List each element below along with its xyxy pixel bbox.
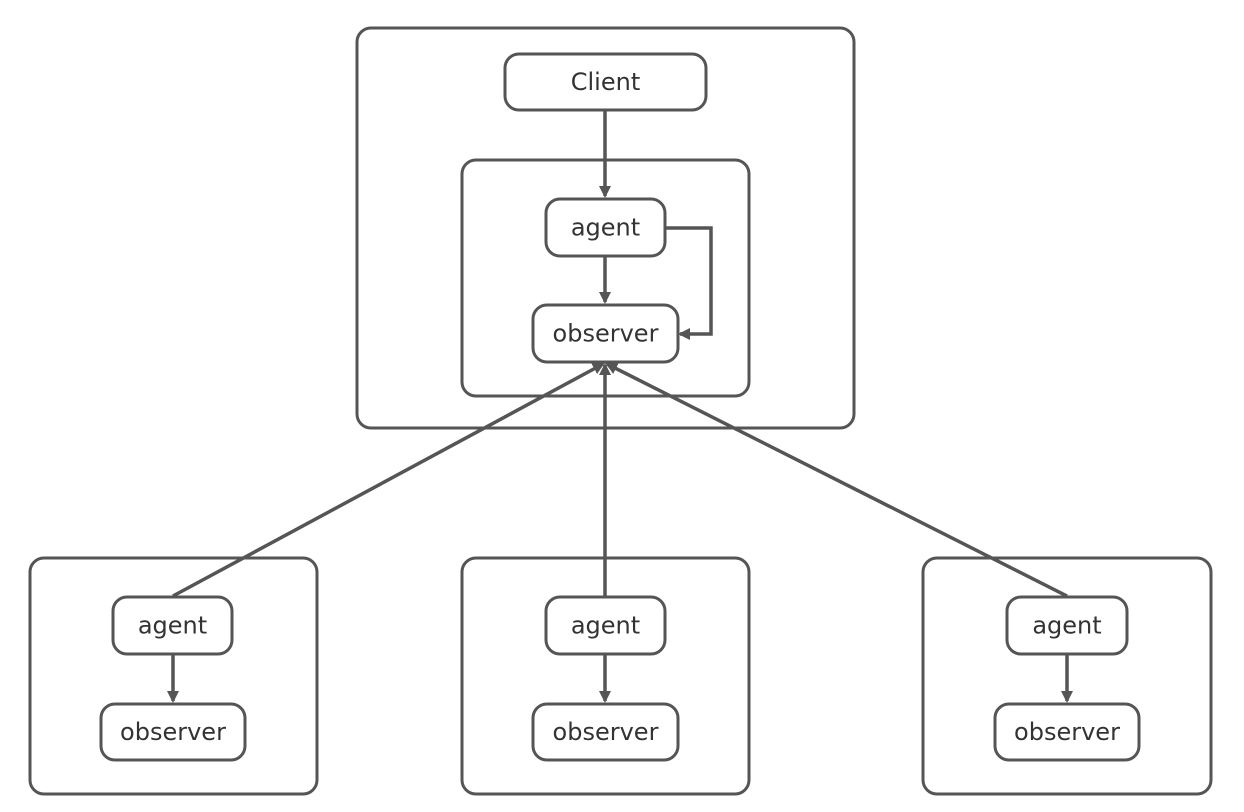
client-label: Client [571, 68, 640, 96]
left-observer-label: observer [120, 718, 226, 746]
left-agent-label: agent [138, 612, 207, 640]
center-observer-label: observer [553, 718, 659, 746]
center-agent-node: agent [544, 595, 667, 656]
right-observer-node: observer [993, 702, 1141, 762]
right-agent-node: agent [1005, 595, 1129, 656]
main-agent-label: agent [571, 214, 640, 242]
edge-right-agent-to-main-observer [605, 362, 1068, 598]
main-observer-label: observer [553, 320, 659, 348]
edge-left-agent-to-main-observer [172, 362, 605, 598]
left-agent-node: agent [111, 595, 234, 656]
edge-main-agent-elbow-to-main-observer [666, 226, 713, 340]
client-node: Client [503, 52, 708, 112]
right-observer-label: observer [1014, 718, 1120, 746]
center-observer-node: observer [531, 702, 680, 762]
main-agent-node: agent [544, 197, 667, 258]
right-agent-label: agent [1032, 612, 1101, 640]
left-observer-node: observer [99, 702, 247, 762]
center-agent-label: agent [571, 612, 640, 640]
main-observer-node: observer [531, 303, 680, 364]
